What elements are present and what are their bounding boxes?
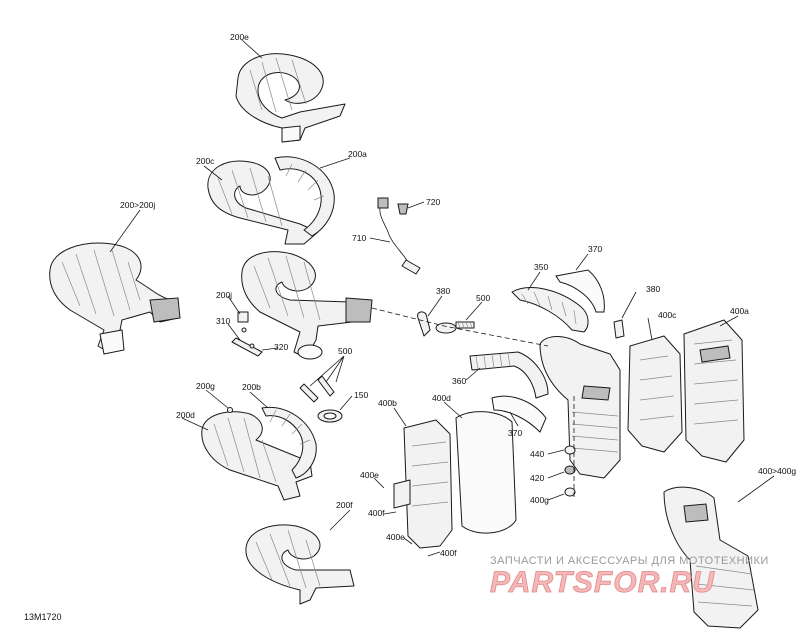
callout-200e: 200e	[230, 32, 249, 42]
callout-360: 360	[452, 376, 466, 386]
part-200g-bolt[interactable]	[227, 407, 233, 413]
part-200a-heat-shield[interactable]	[274, 156, 335, 237]
callout-200b: 200b	[242, 382, 261, 392]
part-440-grommet[interactable]	[564, 445, 576, 455]
callout-200g: 200g	[196, 381, 215, 391]
part-420-nut[interactable]	[564, 465, 576, 475]
part-370-top-shield[interactable]	[555, 269, 605, 313]
callout-310: 310	[216, 316, 230, 326]
callout-200j: 200j	[216, 290, 232, 300]
callout-200d: 200d	[176, 410, 195, 420]
callout-200-to-200j: 200>200j	[120, 200, 155, 210]
part-pipe-coupler[interactable]	[435, 322, 457, 334]
callout-400f-upper: 400f	[368, 508, 385, 518]
part-200-to-200j-assembly[interactable]	[49, 242, 181, 355]
callout-150: 150	[354, 390, 368, 400]
drawing-code: 13M1720	[24, 612, 62, 622]
callout-400g: 400g	[530, 495, 549, 505]
callout-350: 350	[534, 262, 548, 272]
part-200b-heat-shield[interactable]	[261, 406, 317, 479]
callout-200a: 200a	[348, 149, 367, 159]
part-200e-pipe-section[interactable]	[235, 53, 346, 143]
callout-720: 720	[426, 197, 440, 207]
part-400c-side-shield[interactable]	[627, 335, 683, 453]
callout-400d: 400d	[432, 393, 451, 403]
callout-400e-upper: 400e	[360, 470, 379, 480]
part-360-flex-pipe[interactable]	[469, 351, 549, 399]
part-500-spring[interactable]	[455, 321, 475, 329]
callout-710: 710	[352, 233, 366, 243]
callout-400e-lower: 400e	[386, 532, 405, 542]
callout-400a: 400a	[730, 306, 749, 316]
callout-200c: 200c	[196, 156, 215, 166]
part-710-sensor-wire[interactable]	[377, 197, 421, 275]
part-muffler-center[interactable]	[539, 336, 621, 479]
part-400b-muffler-shell[interactable]	[393, 419, 453, 549]
callout-370-lower: 370	[508, 428, 522, 438]
callout-370-top: 370	[588, 244, 602, 254]
callout-420: 420	[530, 473, 544, 483]
part-200f-pipe-section[interactable]	[245, 524, 355, 605]
part-400g-nut[interactable]	[564, 487, 576, 497]
part-150-gasket[interactable]	[317, 409, 343, 423]
part-370-lower-shield[interactable]	[491, 395, 547, 433]
callout-500-lower: 500	[338, 346, 352, 356]
watermark-tagline: ЗАПЧАСТИ И АКСЕССУАРЫ ДЛЯ МОТОТЕХНИКИ	[490, 555, 769, 567]
callout-400-to-400g: 400>400g	[758, 466, 796, 476]
part-200d-pipe-section[interactable]	[201, 411, 313, 501]
callout-400f-lower: 400f	[440, 548, 457, 558]
callout-380-right: 380	[646, 284, 660, 294]
callout-440: 440	[530, 449, 544, 459]
callout-320: 320	[274, 342, 288, 352]
part-380-clamp[interactable]	[417, 311, 431, 337]
part-200c-pipe-section[interactable]	[207, 160, 319, 245]
callout-380-center: 380	[436, 286, 450, 296]
callout-200f: 200f	[336, 500, 353, 510]
part-400a-side-shield[interactable]	[683, 319, 745, 463]
watermark-logo: PARTSFOR.RU	[490, 566, 715, 599]
part-720-clip[interactable]	[397, 203, 409, 215]
callout-400c: 400c	[658, 310, 677, 320]
part-200j-main-pipe[interactable]	[241, 251, 373, 360]
part-380-rod[interactable]	[613, 319, 625, 339]
part-350-heat-shield[interactable]	[511, 287, 589, 333]
callout-400b: 400b	[378, 398, 397, 408]
callout-500-top: 500	[476, 293, 490, 303]
part-500-springs-lower[interactable]	[299, 375, 335, 403]
part-310-bracket[interactable]	[231, 311, 263, 357]
part-400d-muffler-shell[interactable]	[455, 411, 517, 534]
part-400-to-400g-assembly[interactable]	[663, 486, 759, 629]
